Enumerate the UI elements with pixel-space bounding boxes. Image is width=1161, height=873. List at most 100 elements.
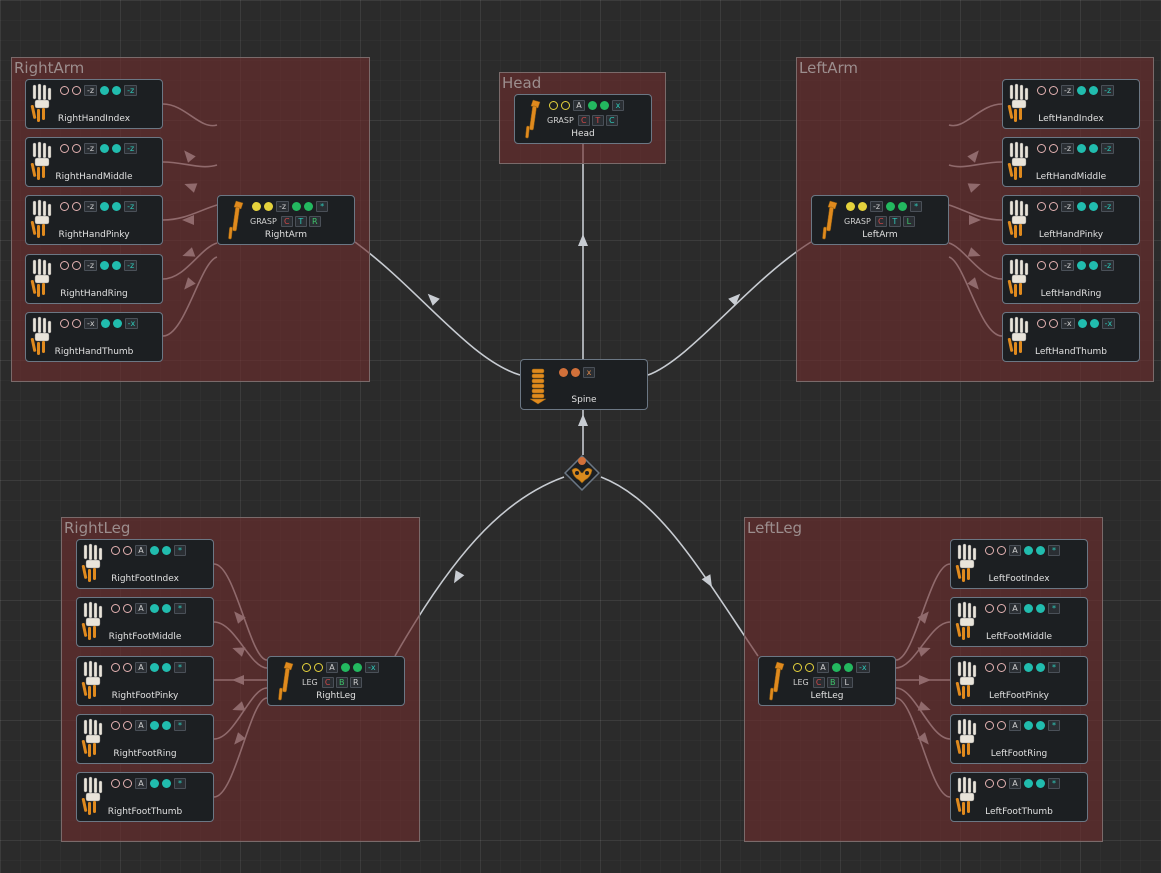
axis-tag[interactable]: -x — [1061, 318, 1075, 329]
node-left-foot-ring[interactable]: A* LeftFootRing — [950, 714, 1088, 764]
constraint-button[interactable]: C — [577, 115, 590, 126]
node-right-foot-thumb[interactable]: A* RightFootThumb — [76, 772, 214, 822]
axis-tag[interactable]: A — [573, 100, 585, 111]
node-left-hand-pinky[interactable]: -z-z LeftHandPinky — [1002, 195, 1140, 245]
node-title: RightArm — [264, 230, 308, 240]
side-button[interactable]: L — [840, 677, 853, 688]
side-button[interactable]: C — [605, 115, 618, 126]
axis-tag[interactable]: -z — [1101, 260, 1115, 271]
bend-button[interactable]: B — [826, 677, 839, 688]
node-right-foot-ring[interactable]: A * RightFootRing — [76, 714, 214, 764]
node-right-hand-pinky[interactable]: -z-z RightHandPinky — [25, 195, 163, 245]
constraint-button[interactable]: C — [874, 216, 887, 227]
target-button[interactable]: T — [294, 216, 307, 227]
node-right-hand-ring[interactable]: -z-z RightHandRing — [25, 254, 163, 304]
axis-tag[interactable]: x — [612, 100, 624, 111]
foot-bones-icon — [81, 776, 103, 815]
axis-tag[interactable]: -z — [84, 85, 98, 96]
axis-tag[interactable]: -z — [124, 260, 138, 271]
axis-tag[interactable]: A — [1009, 545, 1021, 556]
node-right-foot-pinky[interactable]: A* RightFootPinky — [76, 656, 214, 706]
node-left-foot-middle[interactable]: A* LeftFootMiddle — [950, 597, 1088, 647]
node-left-hand-ring[interactable]: -z-z LeftHandRing — [1002, 254, 1140, 304]
leg-bone-icon — [278, 661, 294, 701]
node-left-hand-index[interactable]: -z-z LeftHandIndex — [1002, 79, 1140, 129]
node-left-hand-middle[interactable]: -z-z LeftHandMiddle — [1002, 137, 1140, 187]
axis-tag[interactable]: -x — [365, 662, 379, 673]
axis-tag[interactable]: -x — [124, 318, 139, 329]
node-right-hand-middle[interactable]: -z-z RightHandMiddle — [25, 137, 163, 187]
axis-tag[interactable]: * — [1048, 720, 1060, 731]
axis-tag[interactable]: -z — [124, 201, 138, 212]
hip-root-node[interactable] — [563, 454, 601, 492]
constraint-button[interactable]: C — [280, 216, 293, 227]
axis-tag[interactable]: * — [1048, 545, 1060, 556]
target-button[interactable]: T — [888, 216, 901, 227]
axis-tag[interactable]: -z — [124, 85, 138, 96]
node-right-hand-thumb[interactable]: -x -x RightHandThumb — [25, 312, 163, 362]
node-right-foot-index[interactable]: A* RightFootIndex — [76, 539, 214, 589]
axis-tag[interactable]: * — [1048, 603, 1060, 614]
axis-tag[interactable]: x — [583, 367, 595, 378]
node-left-foot-index[interactable]: A* LeftFootIndex — [950, 539, 1088, 589]
axis-tag[interactable]: -z — [1101, 143, 1115, 154]
axis-tag[interactable]: -z — [870, 201, 884, 212]
axis-tag[interactable]: -z — [124, 143, 138, 154]
axis-tag[interactable]: A — [326, 662, 338, 673]
axis-tag[interactable]: -z — [1101, 85, 1115, 96]
target-button[interactable]: T — [591, 115, 604, 126]
axis-tag[interactable]: A — [135, 603, 147, 614]
axis-tag[interactable]: A — [817, 662, 829, 673]
axis-tag[interactable]: * — [1048, 662, 1060, 673]
node-left-foot-thumb[interactable]: A* LeftFootThumb — [950, 772, 1088, 822]
node-right-foot-middle[interactable]: A* RightFootMiddle — [76, 597, 214, 647]
axis-tag[interactable]: -z — [1061, 85, 1075, 96]
axis-tag[interactable]: -z — [1061, 143, 1075, 154]
axis-tag[interactable]: A — [135, 545, 147, 556]
axis-tag[interactable]: * — [174, 720, 186, 731]
axis-tag[interactable]: * — [174, 603, 186, 614]
axis-tag[interactable]: A — [135, 778, 147, 789]
axis-tag[interactable]: A — [1009, 603, 1021, 614]
side-button[interactable]: R — [349, 677, 362, 688]
node-left-hand-thumb[interactable]: -x-x LeftHandThumb — [1002, 312, 1140, 362]
axis-tag[interactable]: -z — [84, 260, 98, 271]
axis-tag[interactable]: * — [1048, 778, 1060, 789]
bend-button[interactable]: B — [335, 677, 348, 688]
group-title: RightArm — [14, 59, 85, 77]
axis-tag[interactable]: A — [1009, 720, 1021, 731]
axis-tag[interactable]: A — [135, 720, 147, 731]
constraint-button[interactable]: C — [812, 677, 825, 688]
axis-tag[interactable]: A — [1009, 662, 1021, 673]
node-title: RightFootRing — [113, 749, 177, 759]
axis-tag[interactable]: -z — [1061, 201, 1075, 212]
axis-tag[interactable]: A — [135, 662, 147, 673]
side-button[interactable]: R — [308, 216, 321, 227]
node-title: RightHandThumb — [54, 347, 134, 357]
axis-tag[interactable]: * — [174, 662, 186, 673]
axis-tag[interactable]: * — [316, 201, 329, 212]
axis-tag[interactable]: -z — [276, 201, 290, 212]
constraint-button[interactable]: C — [321, 677, 334, 688]
axis-tag[interactable]: -z — [84, 201, 98, 212]
axis-tag[interactable]: A — [1009, 778, 1021, 789]
axis-tag[interactable]: -z — [1061, 260, 1075, 271]
axis-tag[interactable]: * — [174, 545, 186, 556]
node-left-foot-pinky[interactable]: A* LeftFootPinky — [950, 656, 1088, 706]
axis-tag[interactable]: -z — [1101, 201, 1115, 212]
node-right-hand-index[interactable]: -z-z RightHandIndex — [25, 79, 163, 129]
axis-tag[interactable]: -z — [84, 143, 98, 154]
node-spine[interactable]: x Spine — [520, 359, 648, 410]
axis-tag[interactable]: -x — [856, 662, 870, 673]
axis-tag[interactable]: * — [910, 201, 923, 212]
axis-tag[interactable]: -x — [1101, 318, 1116, 329]
node-title: Head — [571, 129, 595, 139]
axis-tag[interactable]: * — [174, 778, 186, 789]
side-button[interactable]: L — [902, 216, 915, 227]
axis-tag[interactable]: -x — [84, 318, 98, 329]
